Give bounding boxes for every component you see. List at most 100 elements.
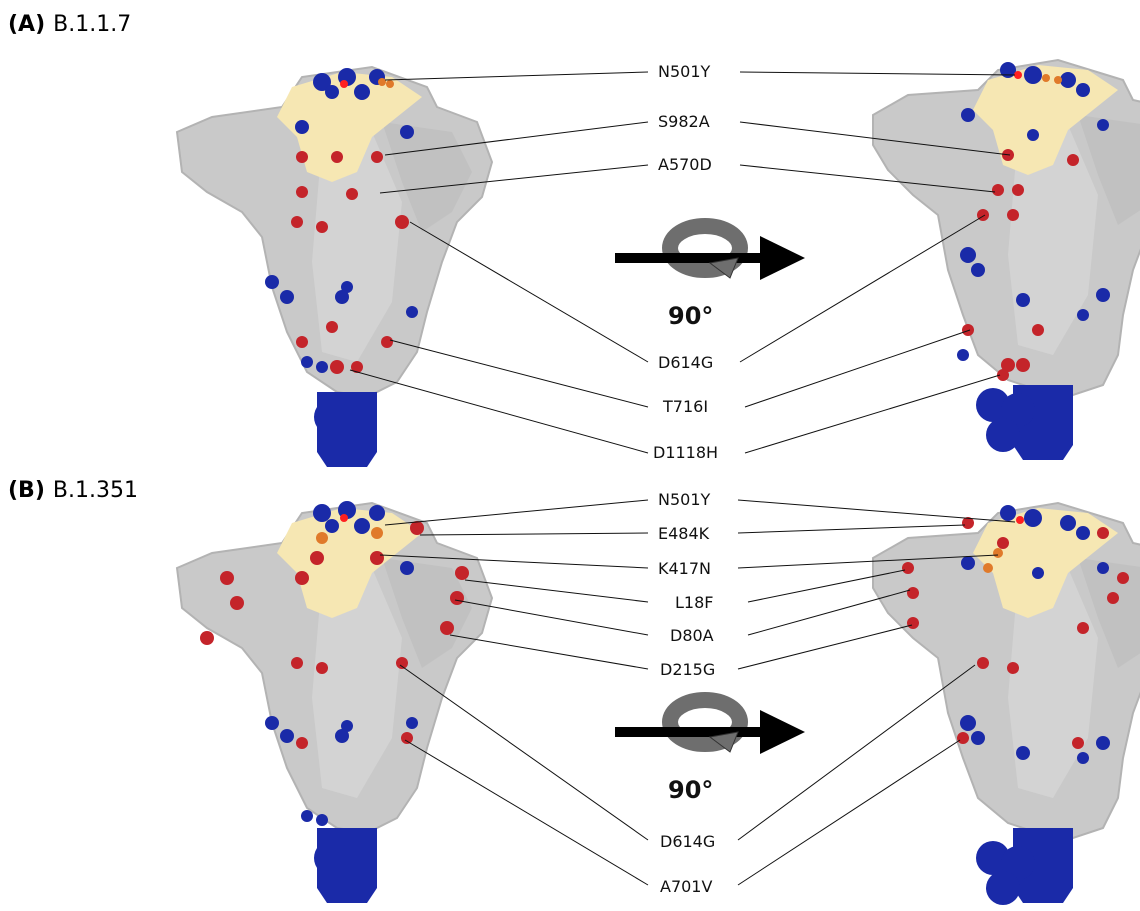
leader-line: [739, 71, 1016, 76]
protein-shading: [382, 558, 472, 668]
glycan-cluster: [313, 73, 331, 91]
mutation-site: [997, 369, 1009, 381]
mutation-site: [957, 732, 969, 744]
leader-line: [464, 579, 649, 603]
mutation-site: [1072, 737, 1084, 749]
mutation-site: [340, 514, 348, 522]
mutation-site: [396, 657, 408, 669]
mutation-site: [220, 571, 234, 585]
protein-shading: [312, 132, 402, 362]
mutation-site: [1054, 76, 1062, 84]
mutation-site: [346, 188, 358, 200]
mutation-site: [316, 532, 328, 544]
leader-line: [744, 374, 1001, 454]
glycan-cluster: [400, 561, 414, 575]
glycan-cluster: [295, 120, 309, 134]
glycan-cluster: [265, 716, 279, 730]
mutation-label-a-d614g: D614G: [655, 353, 717, 373]
protein-b-front: [175, 501, 494, 903]
mutation-site: [330, 360, 344, 374]
mutation-label-a-n501y: N501Y: [655, 62, 714, 82]
transmembrane-stalk: [1013, 828, 1073, 903]
glycan-cluster: [971, 731, 985, 745]
rotation-arrow-icon: [615, 692, 805, 754]
protein-shading: [1078, 115, 1140, 225]
leader-line: [404, 739, 649, 886]
leader-line: [744, 329, 971, 408]
panel-a-letter: (A): [8, 12, 46, 37]
mutation-site: [326, 321, 338, 333]
leader-line: [384, 121, 649, 156]
rotation-curl: [662, 218, 748, 278]
rotation-curl-head: [708, 731, 739, 753]
mutation-site: [1012, 184, 1024, 196]
mutation-site: [296, 336, 308, 348]
mutation-site: [291, 216, 303, 228]
glycan-cluster: [313, 504, 331, 522]
glycan-cluster: [354, 518, 370, 534]
mutation-site: [381, 336, 393, 348]
glycan-cluster: [961, 556, 975, 570]
mutation-label-b-k417n: K417N: [655, 559, 714, 579]
leader-line: [384, 499, 649, 526]
mutation-site: [1107, 592, 1119, 604]
glycan-cluster: [325, 519, 339, 533]
leader-line: [454, 599, 649, 636]
mutation-site: [340, 80, 348, 88]
glycan-cluster: [1060, 515, 1076, 531]
glycan-cluster: [1077, 309, 1089, 321]
leader-line: [349, 369, 649, 454]
glycan-cluster: [960, 715, 976, 731]
mutation-site: [1067, 154, 1079, 166]
glycan-cluster: [1000, 62, 1016, 78]
glycan-cluster: [354, 84, 370, 100]
glycan-cluster: [1024, 509, 1042, 527]
glycan-cluster: [957, 349, 969, 361]
leader-line: [739, 214, 986, 363]
leader-line: [384, 71, 649, 81]
glycan-cluster: [1076, 526, 1090, 540]
glycan-cluster: [1076, 83, 1090, 97]
leader-line: [737, 664, 976, 841]
glycan-cluster: [1001, 393, 1035, 427]
mutation-site: [993, 548, 1003, 558]
mutation-site: [1032, 324, 1044, 336]
glycan-cluster: [1000, 505, 1016, 521]
mutation-site: [450, 591, 464, 605]
mutation-site: [401, 732, 413, 744]
mutation-site: [997, 537, 1009, 549]
glycan-cluster: [1060, 72, 1076, 88]
rotation-shaft: [615, 253, 765, 263]
panel-a-variant: B.1.1.7: [53, 12, 132, 37]
mutation-site: [310, 551, 324, 565]
mutation-site: [455, 566, 469, 580]
mutation-site: [200, 631, 214, 645]
glycan-cluster: [406, 306, 418, 318]
mutation-label-b-a701v: A701V: [657, 877, 716, 897]
mutation-site: [386, 80, 394, 88]
glycan-cluster: [369, 505, 385, 521]
mutation-site: [962, 324, 974, 336]
mutation-site: [296, 737, 308, 749]
mutation-site: [977, 657, 989, 669]
leader-line: [737, 739, 961, 886]
mutation-label-b-n501y: N501Y: [655, 490, 714, 510]
mutation-label-b-d614g: D614G: [657, 832, 719, 852]
glycan-cluster: [301, 810, 313, 822]
protein-b-side: [872, 501, 1140, 905]
leader-line: [737, 524, 966, 534]
glycan-cluster: [335, 290, 349, 304]
mutation-site: [440, 621, 454, 635]
panel-b-label: (B)B.1.351: [8, 478, 138, 503]
mutation-site: [907, 617, 919, 629]
rotation-label-a: 90°: [668, 302, 714, 330]
mutation-site: [962, 517, 974, 529]
leader-line: [419, 532, 649, 536]
glycan-cluster: [325, 85, 339, 99]
glycan-cluster: [280, 729, 294, 743]
mutation-site: [1077, 622, 1089, 634]
leader-line: [399, 664, 649, 841]
mutation-site: [1016, 516, 1024, 524]
leader-line: [379, 164, 649, 194]
